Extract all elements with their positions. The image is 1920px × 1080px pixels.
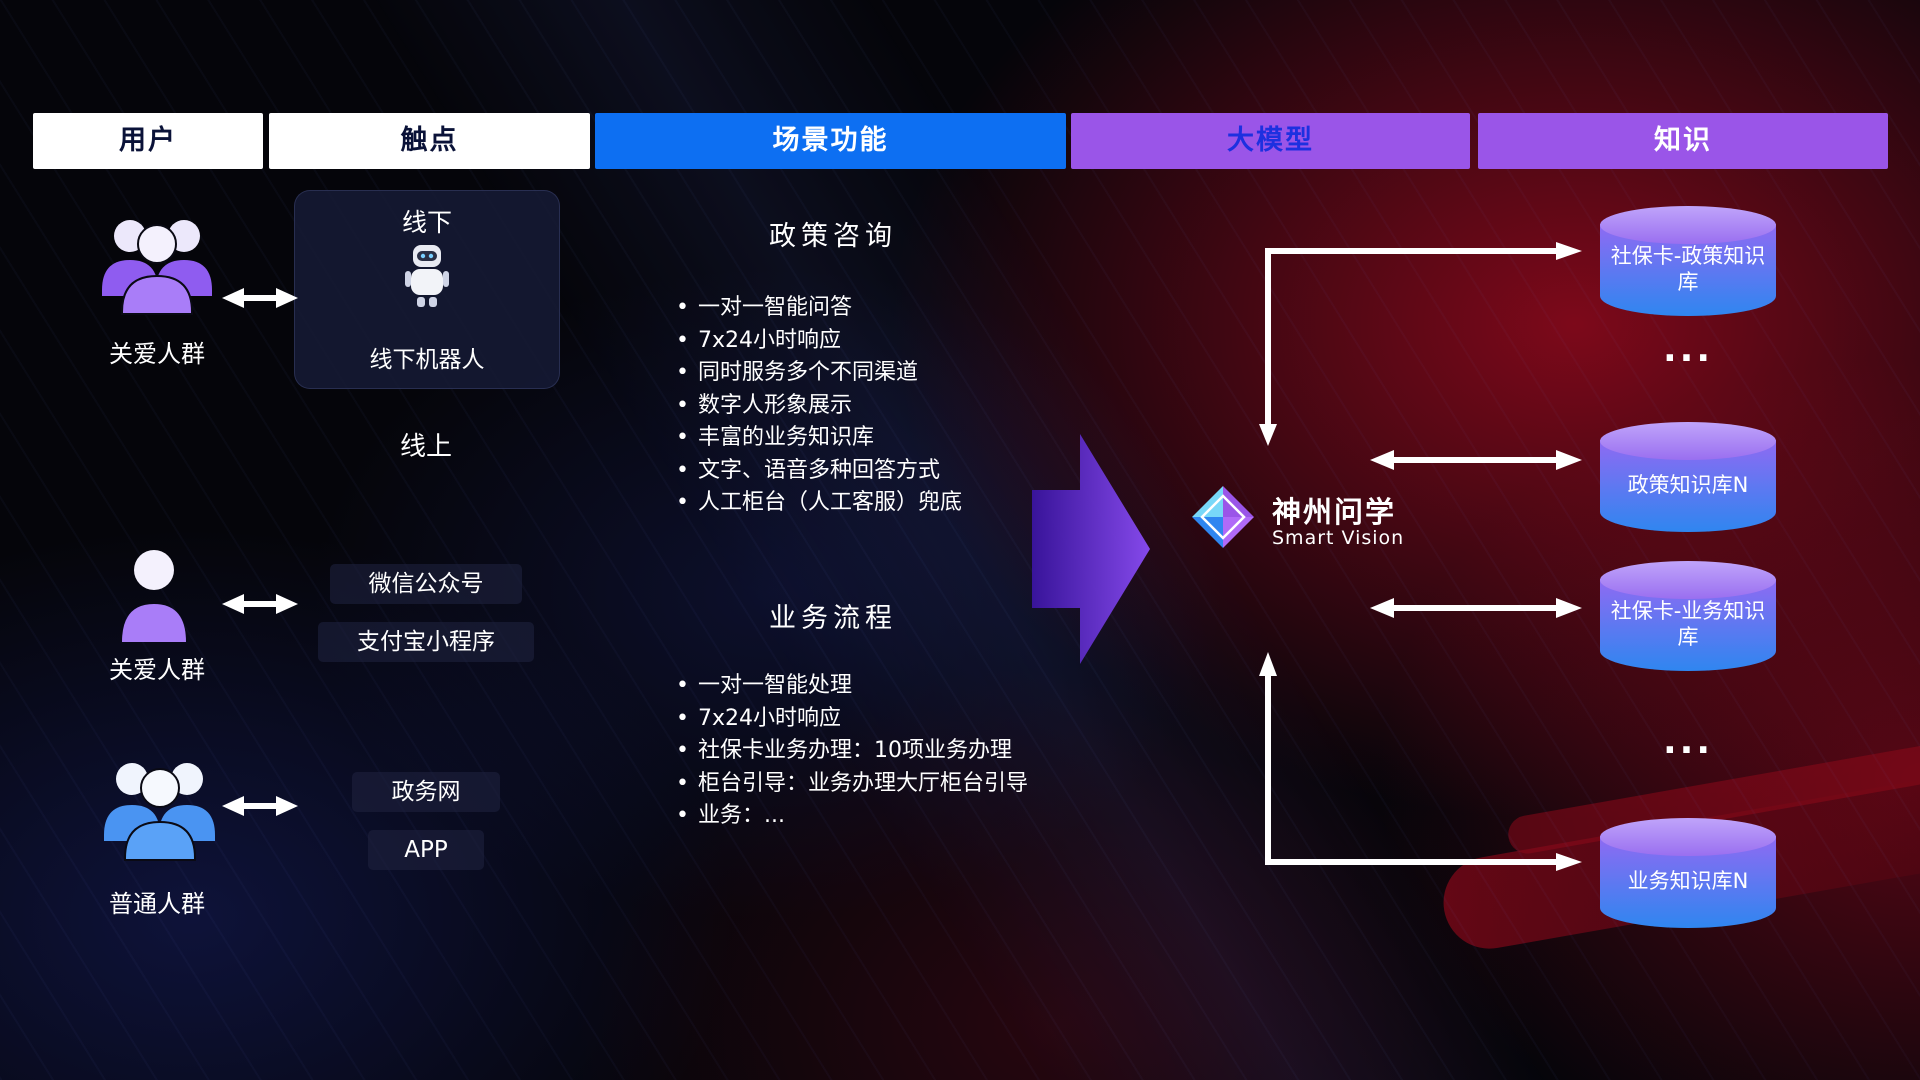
cylinder-top bbox=[1600, 206, 1776, 244]
policy-item: 一对一智能问答 bbox=[674, 292, 962, 325]
user-group-purple-icon bbox=[92, 206, 222, 322]
offline-title: 线下 bbox=[401, 208, 452, 237]
user-group-blue-icon bbox=[92, 748, 227, 868]
knowledge-db-4-label: 业务知识库N bbox=[1627, 869, 1749, 893]
online-title: 线上 bbox=[399, 432, 452, 462]
policy-item: 文字、语音多种回答方式 bbox=[674, 455, 962, 488]
knowledge-ellipsis-2: ... bbox=[1662, 721, 1714, 762]
double-arrow-user2 bbox=[222, 594, 298, 614]
policy-item: 7x24小时响应 bbox=[674, 325, 962, 358]
cylinder-top bbox=[1600, 561, 1776, 599]
business-item: 柜台引导：业务办理大厅柜台引导 bbox=[674, 768, 1028, 801]
cylinder-top bbox=[1600, 422, 1776, 460]
channel-gov-web: 政务网 bbox=[352, 772, 500, 812]
robot-icon bbox=[403, 243, 451, 313]
policy-item: 数字人形象展示 bbox=[674, 390, 962, 423]
column-header-knowledge: 知识 bbox=[1478, 113, 1888, 169]
column-header-scene: 场景功能 bbox=[595, 113, 1066, 169]
double-arrow-db3 bbox=[1370, 598, 1582, 618]
model-subtitle: Smart Vision bbox=[1272, 527, 1405, 549]
flow-arrow-right bbox=[1032, 428, 1154, 674]
model-name: 神州问学 bbox=[1272, 495, 1397, 529]
double-arrow-user3 bbox=[222, 796, 298, 816]
knowledge-db-2: 政策知识库N bbox=[1600, 422, 1776, 532]
channel-alipay-miniapp: 支付宝小程序 bbox=[318, 622, 534, 662]
business-item: 7x24小时响应 bbox=[674, 703, 1028, 736]
offline-caption: 线下机器人 bbox=[369, 347, 485, 373]
smart-vision-logo-icon bbox=[1190, 484, 1256, 554]
offline-touchpoint-card: 线下 线下机器人 bbox=[294, 190, 560, 389]
policy-item: 人工柜台（人工客服）兜底 bbox=[674, 487, 962, 520]
user-person-label: 关爱人群 bbox=[109, 656, 205, 684]
business-bullet-list: 一对一智能处理 7x24小时响应 社保卡业务办理：10项业务办理 柜台引导：业务… bbox=[674, 670, 1028, 833]
knowledge-db-4: 业务知识库N bbox=[1600, 818, 1776, 928]
policy-item: 丰富的业务知识库 bbox=[674, 422, 962, 455]
knowledge-db-1: 社保卡-政策知识库 bbox=[1600, 206, 1776, 316]
cylinder-top bbox=[1600, 818, 1776, 856]
policy-bullet-list: 一对一智能问答 7x24小时响应 同时服务多个不同渠道 数字人形象展示 丰富的业… bbox=[674, 292, 962, 520]
elbow-arrow-top bbox=[1259, 242, 1582, 446]
user-group1-label: 关爱人群 bbox=[109, 340, 205, 368]
user-person-purple-icon bbox=[118, 548, 190, 648]
knowledge-ellipsis-1: ... bbox=[1662, 329, 1714, 370]
user-group2-label: 普通人群 bbox=[109, 890, 205, 918]
business-item: 业务：... bbox=[674, 800, 1028, 833]
business-section-title: 业务流程 bbox=[769, 603, 897, 634]
channel-app: APP bbox=[368, 830, 484, 870]
channel-wechat: 微信公众号 bbox=[330, 564, 522, 604]
knowledge-db-3: 社保卡-业务知识库 bbox=[1600, 561, 1776, 671]
column-header-model: 大模型 bbox=[1071, 113, 1470, 169]
business-item: 一对一智能处理 bbox=[674, 670, 1028, 703]
policy-item: 同时服务多个不同渠道 bbox=[674, 357, 962, 390]
double-arrow-db2 bbox=[1370, 450, 1582, 470]
double-arrow-user1 bbox=[222, 288, 298, 308]
knowledge-db-2-label: 政策知识库N bbox=[1627, 473, 1749, 497]
knowledge-db-1-label: 社保卡-政策知识库 bbox=[1610, 244, 1766, 294]
column-header-users: 用户 bbox=[33, 113, 263, 169]
policy-section-title: 政策咨询 bbox=[769, 221, 897, 252]
knowledge-db-3-label: 社保卡-业务知识库 bbox=[1610, 599, 1766, 649]
column-header-touchpoints: 触点 bbox=[269, 113, 590, 169]
business-item: 社保卡业务办理：10项业务办理 bbox=[674, 735, 1028, 768]
